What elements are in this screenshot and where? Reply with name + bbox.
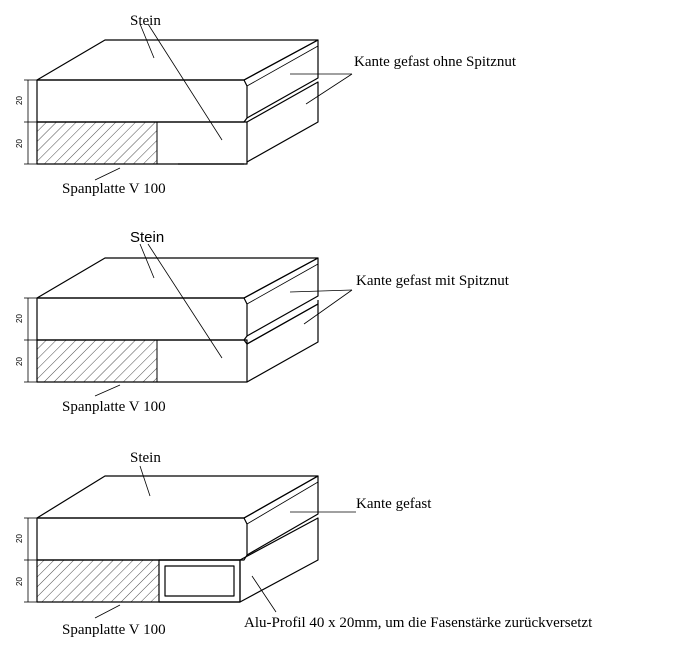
chipboard-side bbox=[239, 517, 319, 603]
stone-front-face bbox=[36, 79, 248, 123]
stone-top-face bbox=[36, 257, 319, 299]
stone-side-face bbox=[243, 39, 319, 119]
detail-1-edge-without-groove: 20 20 Stein Kante gefast ohne Spitznut S… bbox=[15, 13, 517, 197]
dim-top: 20 bbox=[15, 534, 24, 543]
stone-front-face bbox=[36, 297, 248, 341]
edge-label: Kante gefast bbox=[356, 496, 432, 512]
chipboard-hatch bbox=[36, 559, 160, 603]
stone-side-face bbox=[243, 257, 319, 337]
dim-top: 20 bbox=[15, 314, 24, 323]
edge-label: Kante gefast mit Spitznut bbox=[356, 273, 510, 289]
dim-bottom: 20 bbox=[15, 139, 24, 148]
stone-label: Stein bbox=[130, 229, 164, 246]
chipboard-hatch bbox=[36, 121, 158, 165]
chipboard-side bbox=[246, 303, 319, 383]
board-label: Spanplatte V 100 bbox=[62, 181, 166, 197]
stone-top-face bbox=[36, 475, 319, 519]
stone-label: Stein bbox=[130, 450, 161, 466]
edge-label: Kante gefast ohne Spitznut bbox=[354, 54, 517, 70]
alu-profile-label: Alu-Profil 40 x 20mm, um die Fasenstärke… bbox=[244, 615, 593, 631]
stone-front-face bbox=[36, 517, 248, 561]
stone-top-face bbox=[36, 39, 319, 81]
detail-2-edge-with-groove: 20 20 Stein Kante gefast mit Spitznut Sp… bbox=[15, 229, 510, 415]
dimension-markers: 20 20 bbox=[15, 297, 37, 383]
chipboard-side bbox=[246, 81, 319, 163]
dimension-markers: 20 20 bbox=[15, 79, 37, 165]
board-label: Spanplatte V 100 bbox=[62, 622, 166, 638]
stone-label: Stein bbox=[130, 13, 161, 29]
board-label: Spanplatte V 100 bbox=[62, 399, 166, 415]
alu-profile-outer bbox=[158, 559, 241, 603]
dimension-markers: 20 20 bbox=[15, 517, 37, 603]
detail-3-edge-with-alu-profile: 20 20 Stein Kante gefast Spanplatte V 10… bbox=[15, 450, 593, 638]
alu-profile-inner bbox=[164, 565, 235, 597]
chipboard-hatch bbox=[36, 339, 158, 383]
dim-bottom: 20 bbox=[15, 357, 24, 366]
stone-side-face bbox=[243, 475, 319, 556]
dim-top: 20 bbox=[15, 96, 24, 105]
dim-bottom: 20 bbox=[15, 577, 24, 586]
